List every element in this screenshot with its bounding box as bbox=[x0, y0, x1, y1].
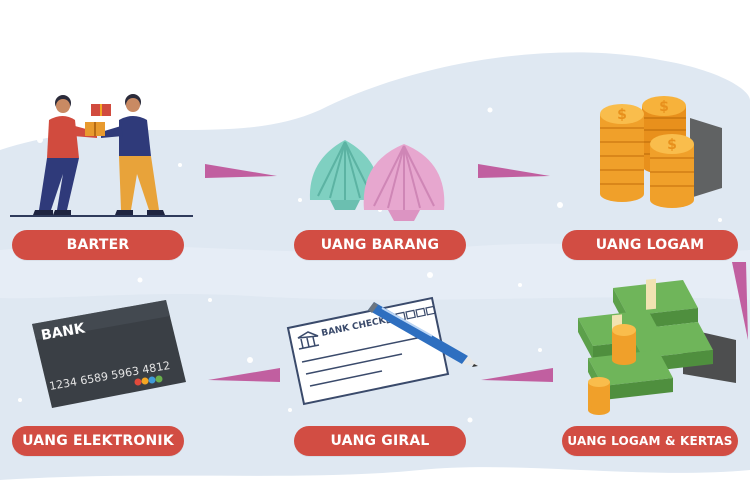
svg-text:$: $ bbox=[667, 137, 677, 153]
arrow-right-icon bbox=[205, 164, 277, 178]
step-label-barter: BARTER bbox=[12, 230, 184, 260]
step-label-uang-barang: UANG BARANG bbox=[294, 230, 466, 260]
arrow-left-icon bbox=[208, 368, 280, 382]
bank-card-icon: BANK 1234 6589 5963 4812 bbox=[32, 300, 186, 408]
arrow-down-icon bbox=[732, 262, 748, 340]
bank-check-icon: BANK CHECK bbox=[286, 296, 478, 406]
arrow-left-icon bbox=[481, 368, 553, 382]
cash-coins-icon bbox=[578, 278, 736, 415]
sparkle-dots bbox=[18, 107, 722, 423]
step-label-uang-logam: UANG LOGAM bbox=[562, 230, 738, 260]
card-chip-dots bbox=[134, 375, 163, 386]
svg-text:$: $ bbox=[617, 107, 627, 123]
step-label-uang-logam-kertas: UANG LOGAM & KERTAS bbox=[562, 426, 738, 456]
background-band-highlight bbox=[0, 243, 750, 300]
shells-icon bbox=[309, 140, 445, 221]
step-label-uang-elektronik: UANG ELEKTRONIK bbox=[12, 426, 184, 456]
svg-text:$: $ bbox=[659, 99, 669, 115]
step-label-uang-giral: UANG GIRAL bbox=[294, 426, 466, 456]
coin-stacks-icon: $ $ $ bbox=[600, 96, 722, 208]
card-brand: BANK bbox=[40, 320, 87, 344]
arrow-right-icon bbox=[478, 164, 550, 178]
barter-people-icon bbox=[10, 94, 193, 217]
